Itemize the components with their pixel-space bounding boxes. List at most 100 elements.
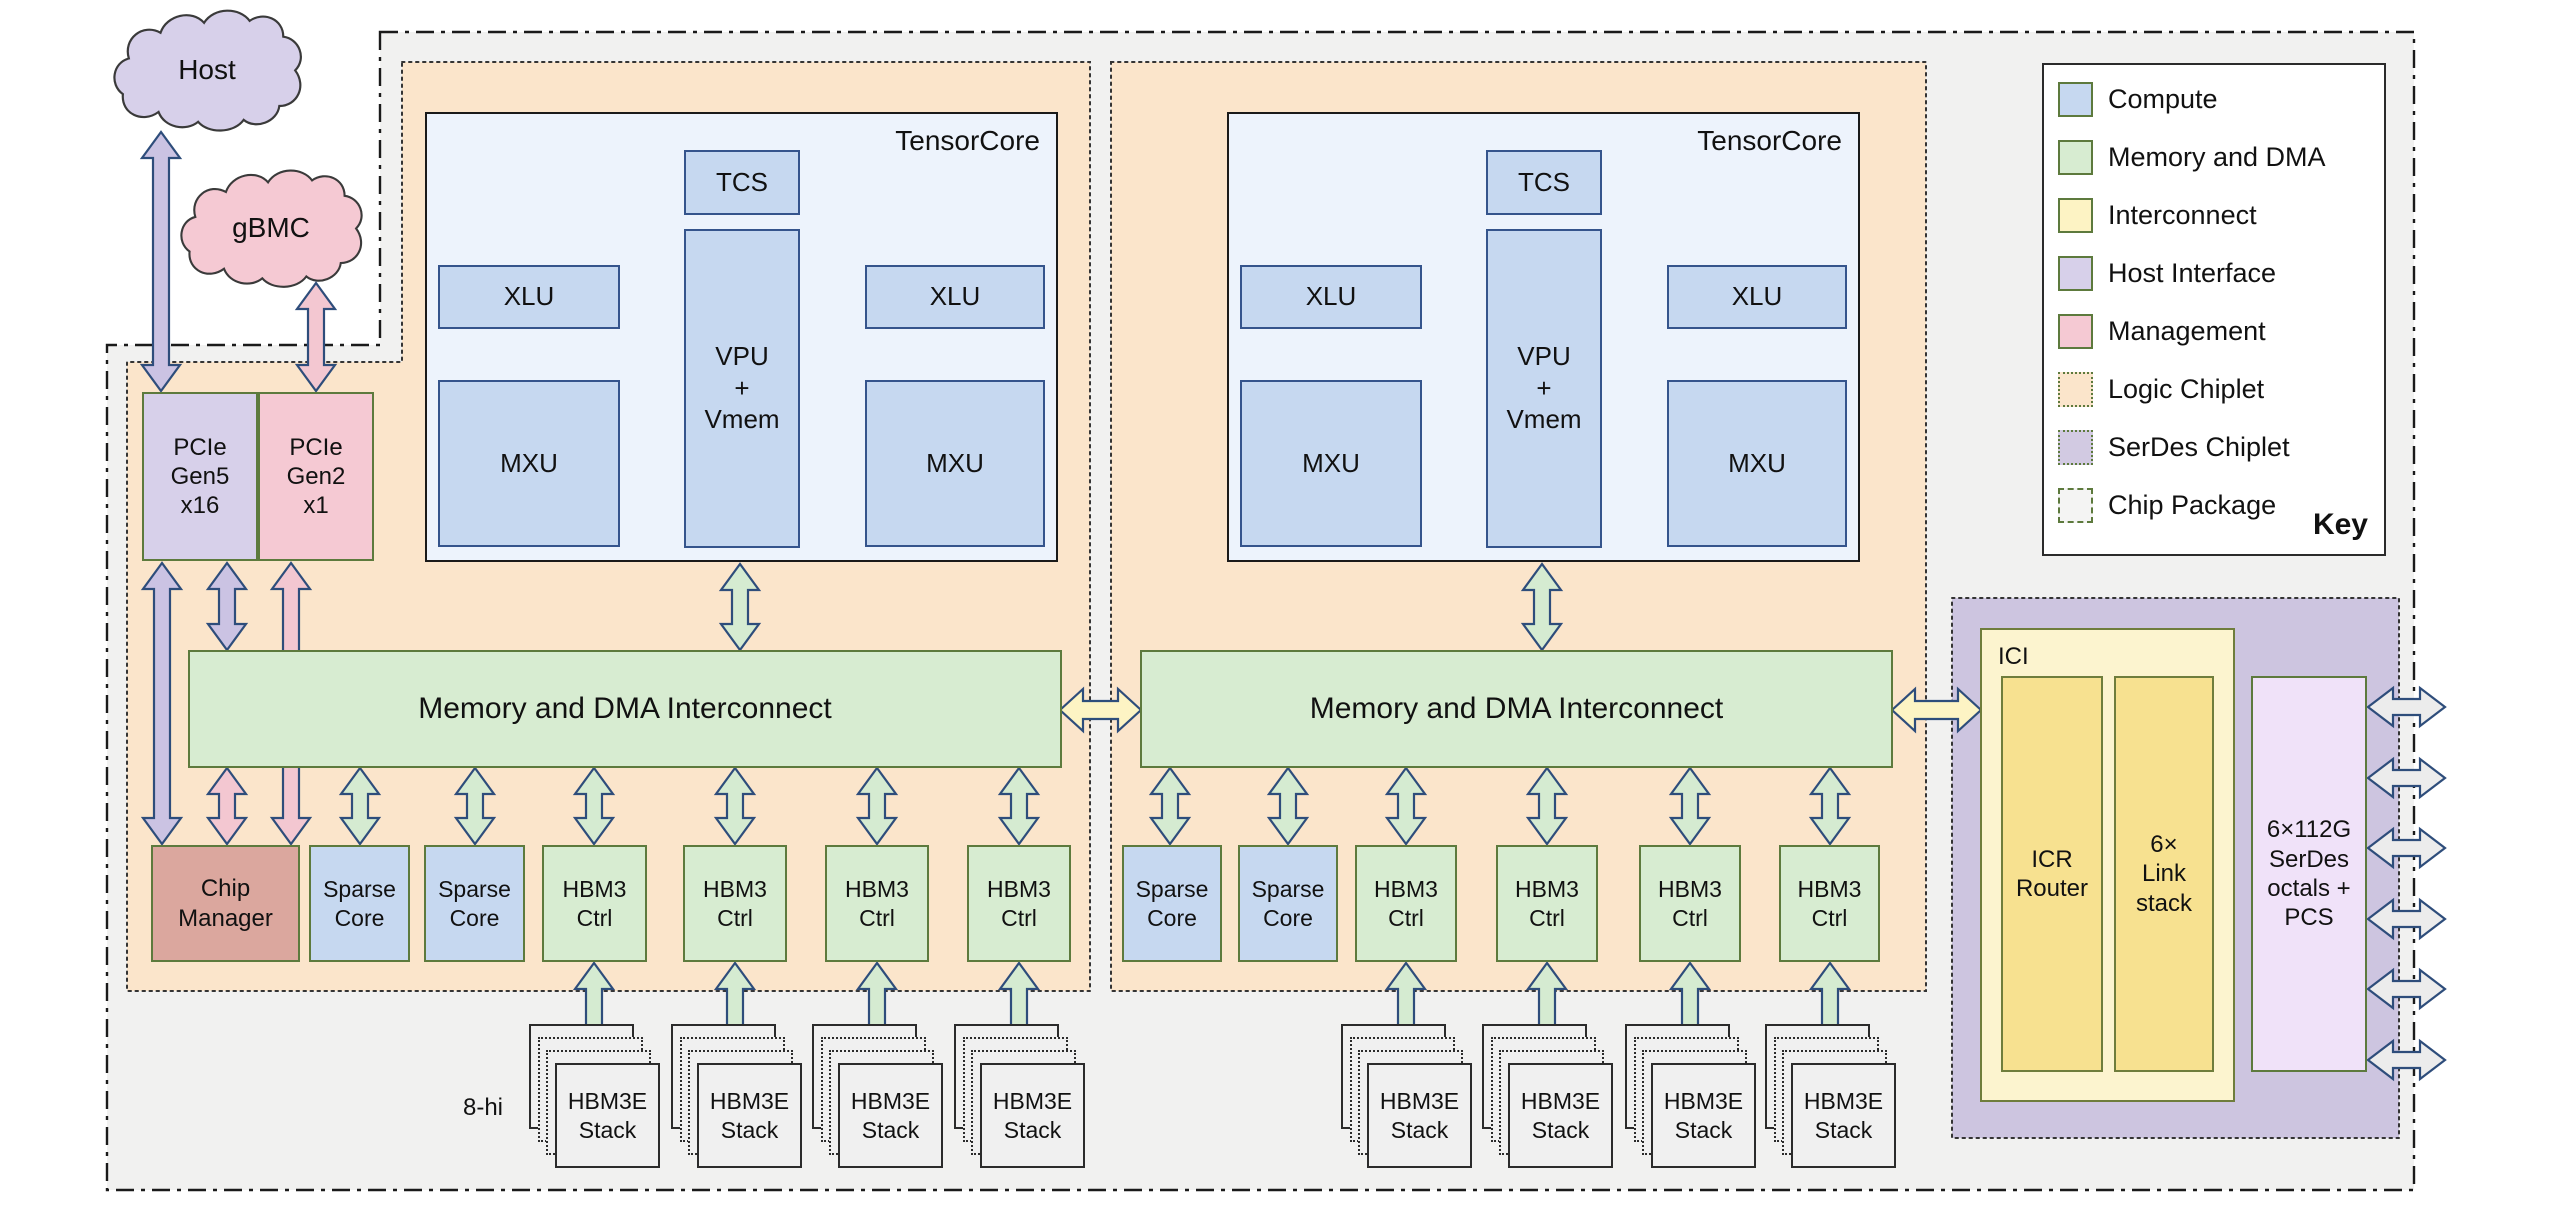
tcs-block: TCS xyxy=(684,150,800,215)
hbm3-ctrl-block: HBM3 Ctrl xyxy=(1639,845,1741,962)
sparse-core-block: Sparse Core xyxy=(309,845,410,962)
gbmc-cloud-label: gBMC xyxy=(232,211,310,243)
sparse-core-block: Sparse Core xyxy=(1238,845,1338,962)
gbmc-pcie-arrow xyxy=(294,281,338,393)
legend-item: Management xyxy=(2044,314,2384,354)
interconnect-block-arrow xyxy=(572,766,616,846)
interconnect-interconnect-arrow xyxy=(1058,686,1143,734)
hbm3-ctrl-block: HBM3 Ctrl xyxy=(683,845,787,962)
hbm3-ctrl-block: HBM3 Ctrl xyxy=(967,845,1071,962)
mxu-block: MXU xyxy=(1667,380,1847,547)
legend-item: Compute xyxy=(2044,82,2384,122)
legend-item-label: Memory and DMA xyxy=(2108,142,2326,172)
memory-dma-interconnect-1: Memory and DMA Interconnect xyxy=(188,650,1062,768)
hbm3e-stack-block: HBM3E Stack xyxy=(838,1063,943,1168)
hbm3e-stack-block: HBM3E Stack xyxy=(697,1063,802,1168)
interconnect-block-arrow xyxy=(1525,766,1569,846)
legend-item: SerDes Chiplet xyxy=(2044,430,2384,470)
serdes-external-link-arrow xyxy=(2366,756,2447,800)
legend-item-label: Host Interface xyxy=(2108,258,2277,288)
serdes-external-link-arrow xyxy=(2366,967,2447,1011)
tcs-block: TCS xyxy=(1486,150,1602,215)
interconnect-block-arrow xyxy=(855,766,899,846)
sparse-core-block: Sparse Core xyxy=(1122,845,1222,962)
legend-item: Chip Package xyxy=(2044,488,2384,528)
sparse-core-block: Sparse Core xyxy=(424,845,525,962)
legend-item: Logic Chiplet xyxy=(2044,372,2384,412)
interconnect-block-arrow xyxy=(713,766,757,846)
hbm3e-stack-block: HBM3E Stack xyxy=(555,1063,660,1168)
legend-swatch xyxy=(2058,372,2093,407)
tensorcore-interconnect-arrow xyxy=(718,562,762,652)
interconnect-block-arrow xyxy=(453,766,497,846)
tensorcore-2-title: TensorCore xyxy=(1697,125,1842,156)
hbm3e-stack-block: HBM3E Stack xyxy=(1508,1063,1613,1168)
legend-item-label: Compute xyxy=(2108,84,2218,114)
icr-router-block: ICR Router xyxy=(2001,676,2103,1072)
interconnect-block-arrow xyxy=(338,766,382,846)
legend-swatch xyxy=(2058,140,2093,175)
gbmc-cloud xyxy=(180,169,363,288)
legend-swatch xyxy=(2058,488,2093,523)
hbm3-ctrl-block: HBM3 Ctrl xyxy=(542,845,647,962)
hbm3e-stack-block: HBM3E Stack xyxy=(1791,1063,1896,1168)
ici-title: ICI xyxy=(1998,643,2029,670)
serdes-external-link-arrow xyxy=(2366,897,2447,941)
interconnect-block-arrow xyxy=(1148,766,1192,846)
tensorcore-interconnect-arrow xyxy=(1520,562,1564,652)
xlu-block: XLU xyxy=(438,265,620,329)
memory-dma-interconnect-2: Memory and DMA Interconnect xyxy=(1140,650,1893,768)
tensorcore-2: TensorCore TCS VPU + Vmem XLU XLU MXU MX… xyxy=(1227,112,1860,562)
interconnect-block-arrow xyxy=(997,766,1041,846)
legend-item: Interconnect xyxy=(2044,198,2384,238)
legend-item-label: Interconnect xyxy=(2108,200,2257,230)
interconnect-ici-arrow xyxy=(1890,686,1983,734)
interconnect-chip-manager-arrow xyxy=(205,766,249,846)
mxu-block: MXU xyxy=(438,380,620,547)
link-stack-block: 6× Link stack xyxy=(2114,676,2214,1072)
interconnect-block-arrow xyxy=(1808,766,1852,846)
legend-swatch xyxy=(2058,82,2093,117)
serdes-external-link-arrow xyxy=(2366,1038,2447,1082)
legend-item-label: Chip Package xyxy=(2108,490,2277,520)
stack-height-label: 8-hi xyxy=(462,1093,504,1121)
legend-swatch xyxy=(2058,314,2093,349)
legend-swatch xyxy=(2058,256,2093,291)
xlu-block: XLU xyxy=(865,265,1045,329)
vpu-vmem-block: VPU + Vmem xyxy=(684,229,800,548)
hbm3-ctrl-block: HBM3 Ctrl xyxy=(1496,845,1598,962)
pcie-chip-manager-arrow xyxy=(140,561,184,846)
hbm3-ctrl-block: HBM3 Ctrl xyxy=(1779,845,1880,962)
legend-item-label: SerDes Chiplet xyxy=(2108,432,2290,462)
host-pcie-arrow xyxy=(139,130,183,393)
hbm3e-stack-block: HBM3E Stack xyxy=(1367,1063,1472,1168)
host-cloud-label: Host xyxy=(178,53,236,85)
legend-item-label: Management xyxy=(2108,316,2266,346)
hbm3-ctrl-block: HBM3 Ctrl xyxy=(825,845,929,962)
mxu-block: MXU xyxy=(865,380,1045,547)
hbm3e-stack-block: HBM3E Stack xyxy=(980,1063,1085,1168)
hbm3-ctrl-block: HBM3 Ctrl xyxy=(1355,845,1457,962)
legend-item-label: Logic Chiplet xyxy=(2108,374,2265,404)
hbm3e-stack-block: HBM3E Stack xyxy=(1651,1063,1756,1168)
serdes-octals-block: 6×112G SerDes octals + PCS xyxy=(2251,676,2367,1072)
legend-swatch xyxy=(2058,430,2093,465)
legend-swatch xyxy=(2058,198,2093,233)
mxu-block: MXU xyxy=(1240,380,1422,547)
vpu-vmem-block: VPU + Vmem xyxy=(1486,229,1602,548)
xlu-block: XLU xyxy=(1240,265,1422,329)
tensorcore-1: TensorCore TCS VPU + Vmem XLU XLU MXU MX… xyxy=(425,112,1058,562)
legend-title: Key xyxy=(2312,508,2368,541)
serdes-external-link-arrow xyxy=(2366,685,2447,729)
interconnect-block-arrow xyxy=(1384,766,1428,846)
tensorcore-1-title: TensorCore xyxy=(895,125,1040,156)
host-cloud xyxy=(113,9,302,132)
pcie-gen2-block: PCIe Gen2 x1 xyxy=(258,392,374,561)
serdes-external-link-arrow xyxy=(2366,826,2447,870)
interconnect-block-arrow xyxy=(1668,766,1712,846)
pcie-gen5-block: PCIe Gen5 x16 xyxy=(142,392,258,561)
interconnect-block-arrow xyxy=(1266,766,1310,846)
legend-item: Host Interface xyxy=(2044,256,2384,296)
